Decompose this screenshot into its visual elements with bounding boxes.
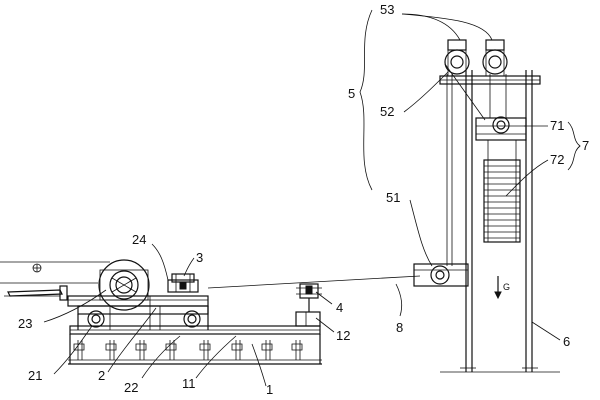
- leader-lines: [43, 9, 581, 387]
- counterweight-stack: [483, 159, 521, 243]
- label-72: 72: [550, 152, 564, 167]
- label-22: 22: [124, 380, 138, 395]
- accumulator-tower: [413, 39, 560, 373]
- feed-plate: [4, 285, 68, 301]
- label-gravity: G: [503, 282, 510, 292]
- label-4: 4: [336, 300, 343, 315]
- label-52: 52: [380, 104, 394, 119]
- label-71: 71: [550, 118, 564, 133]
- label-8: 8: [396, 320, 403, 335]
- bottom-pulley: [413, 263, 469, 287]
- label-1: 1: [266, 382, 273, 397]
- label-7: 7: [582, 138, 589, 153]
- callout-labels: 53 5 52 51 71 7 72 6 8 G 24 3 4 12 23 21…: [18, 2, 589, 397]
- gravity-arrow: [494, 276, 502, 300]
- floor-frame: [68, 334, 322, 365]
- label-24: 24: [132, 232, 146, 247]
- bearing-block: [167, 273, 199, 293]
- label-11: 11: [182, 376, 196, 391]
- unwinder-assembly: [0, 259, 421, 365]
- label-5: 5: [348, 86, 355, 101]
- top-pulleys: [444, 39, 508, 76]
- label-51: 51: [386, 190, 400, 205]
- machine-frame: [67, 295, 209, 330]
- movable-carriage: [475, 116, 527, 242]
- label-3: 3: [196, 250, 203, 265]
- label-2: 2: [98, 368, 105, 383]
- coil-drum: [98, 259, 150, 311]
- label-21: 21: [28, 368, 42, 383]
- label-23: 23: [18, 316, 32, 331]
- label-6: 6: [563, 334, 570, 349]
- label-12: 12: [336, 328, 350, 343]
- strip-line: [207, 275, 421, 289]
- base-table: [69, 311, 321, 335]
- guide-roller: [296, 283, 322, 312]
- label-53: 53: [380, 2, 394, 17]
